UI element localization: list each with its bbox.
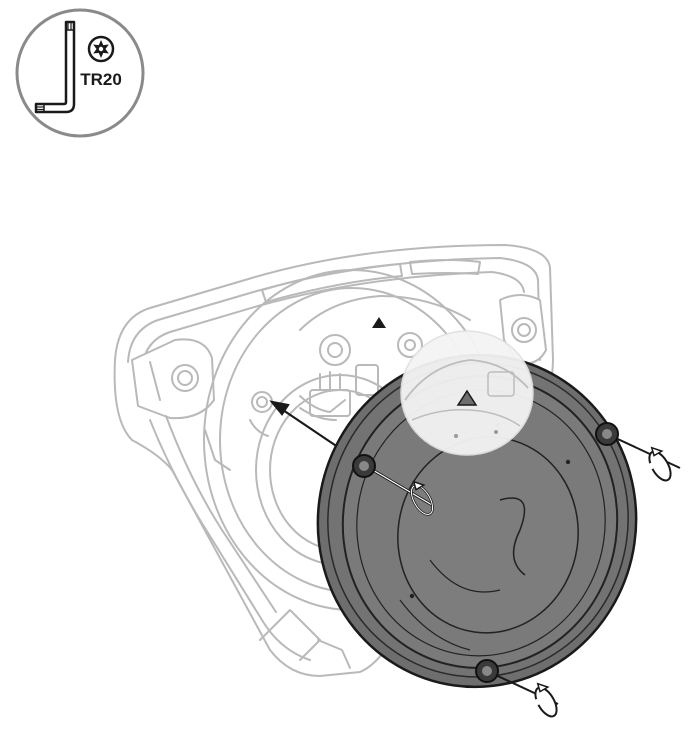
counterclockwise-rotate-icon (410, 480, 434, 516)
dome-cover (316, 330, 638, 689)
lens-window (400, 330, 534, 456)
counterclockwise-rotate-icon (534, 682, 558, 718)
counterclockwise-rotate-icon (648, 446, 672, 482)
tool-badge: TR20 (15, 8, 145, 138)
cover-screw-right (595, 422, 681, 469)
cover-screw-left (352, 454, 433, 507)
hex-key-icon (34, 20, 76, 114)
torx-star-icon (87, 35, 115, 63)
tool-bit-label: TR20 (80, 70, 122, 89)
